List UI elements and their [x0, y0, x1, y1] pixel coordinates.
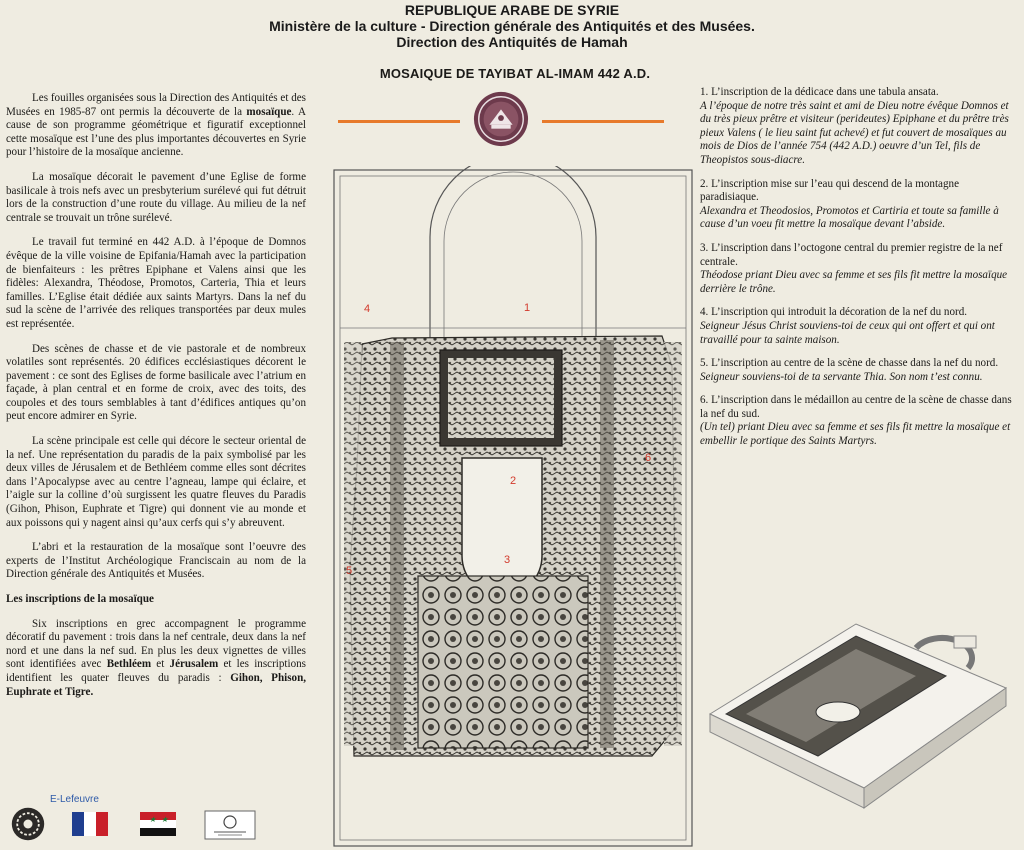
inscription-1-heading: 1. L’inscription de la dédicace dans une…	[700, 86, 939, 98]
header-line-3: Direction des Antiquités de Hamah	[396, 34, 628, 50]
inscription-2: 2. L’inscription mise sur l’eau qui desc…	[700, 178, 1012, 232]
header-line-2: Ministère de la culture - Direction géné…	[269, 18, 755, 34]
inscription-6-text: (Un tel) priant Dieu avec sa femme et se…	[700, 421, 1011, 448]
mosaic-plan-drawing	[333, 166, 693, 847]
inscription-1: 1. L’inscription de la dédicace dans une…	[700, 86, 1012, 168]
inscription-4-heading: 4. L’inscription qui introduit la décora…	[700, 306, 968, 319]
accent-rule-left	[338, 120, 460, 123]
paragraph-discovery: Les fouilles organisées sous la Directio…	[6, 92, 306, 159]
inscription-4-text: Seigneur Jésus Christ souviens-toi de ce…	[700, 319, 995, 346]
plan-marker-4: 4	[364, 303, 371, 315]
plan-marker-2: 2	[510, 475, 517, 487]
inscription-2-text: Alexandra et Theodosios, Promotos et Car…	[700, 204, 999, 231]
paragraph-scenes: Des scènes de chasse et de vie pastorale…	[6, 342, 306, 423]
institute-logo-icon	[11, 807, 45, 841]
inscription-3-heading: 3. L’inscription dans l’octogone central…	[700, 241, 1003, 268]
inscription-5-heading: 5. L’inscription au centre de la scène d…	[700, 357, 999, 370]
inscription-5-text: Seigneur souviens-toi de ta servante Thi…	[700, 370, 983, 383]
header: REPUBLIQUE ARABE DE SYRIE Ministère de l…	[0, 2, 1024, 50]
inscription-3-text: Théodose priant Dieu avec sa femme et se…	[700, 269, 1008, 295]
plan-marker-6: 6	[645, 452, 652, 464]
paragraph-inscriptions: Six inscriptions en grec accompagnent le…	[6, 617, 307, 698]
paragraph-main-scene: La scène principale est celle qui décore…	[6, 435, 306, 529]
paragraph-date: Le travail fut terminé en 442 A.D. à l’é…	[6, 236, 306, 330]
france-flag-icon	[72, 812, 108, 836]
plan-marker-5: 5	[346, 565, 353, 577]
isometric-church-drawing	[708, 623, 1008, 809]
inscriptions-column: 1. L’inscription de la dédicace dans une…	[700, 86, 1012, 459]
ministry-emblem-icon	[473, 91, 529, 147]
page-title: MOSAIQUE DE TAYIBAT AL-IMAM 442 A.D.	[379, 66, 651, 81]
accent-rule-right	[542, 120, 664, 123]
inscription-1-text: A l’époque de notre très saint et ami de…	[700, 99, 1009, 166]
franciscan-badge-icon	[204, 810, 256, 840]
paragraph-restoration: L’abri et la restauration de la mosaïque…	[6, 541, 306, 581]
inscription-5: 5. L’inscription au centre de la scène d…	[700, 357, 1012, 384]
inscriptions-heading: Les inscriptions de la mosaïque	[6, 593, 154, 605]
description-column: Les fouilles organisées sous la Directio…	[6, 92, 306, 710]
inscription-4: 4. L’inscription qui introduit la décora…	[700, 306, 1012, 347]
plan-marker-1: 1	[524, 302, 531, 314]
syria-flag-icon: ★★	[140, 812, 176, 836]
inscription-2-heading: 2. L’inscription mise sur l’eau qui desc…	[700, 177, 959, 204]
plan-marker-3: 3	[504, 554, 511, 566]
inscription-6-heading: 6. L’inscription dans le médaillon au ce…	[700, 394, 1012, 420]
paragraph-church: La mosaïque décorait le pavement d’une E…	[6, 170, 306, 224]
inscription-6: 6. L’inscription dans le médaillon au ce…	[700, 394, 1012, 448]
inscription-3: 3. L’inscription dans l’octogone central…	[700, 242, 1012, 296]
photo-credit: E-Lefeuvre	[50, 794, 99, 805]
header-line-1: REPUBLIQUE ARABE DE SYRIE	[404, 2, 620, 18]
